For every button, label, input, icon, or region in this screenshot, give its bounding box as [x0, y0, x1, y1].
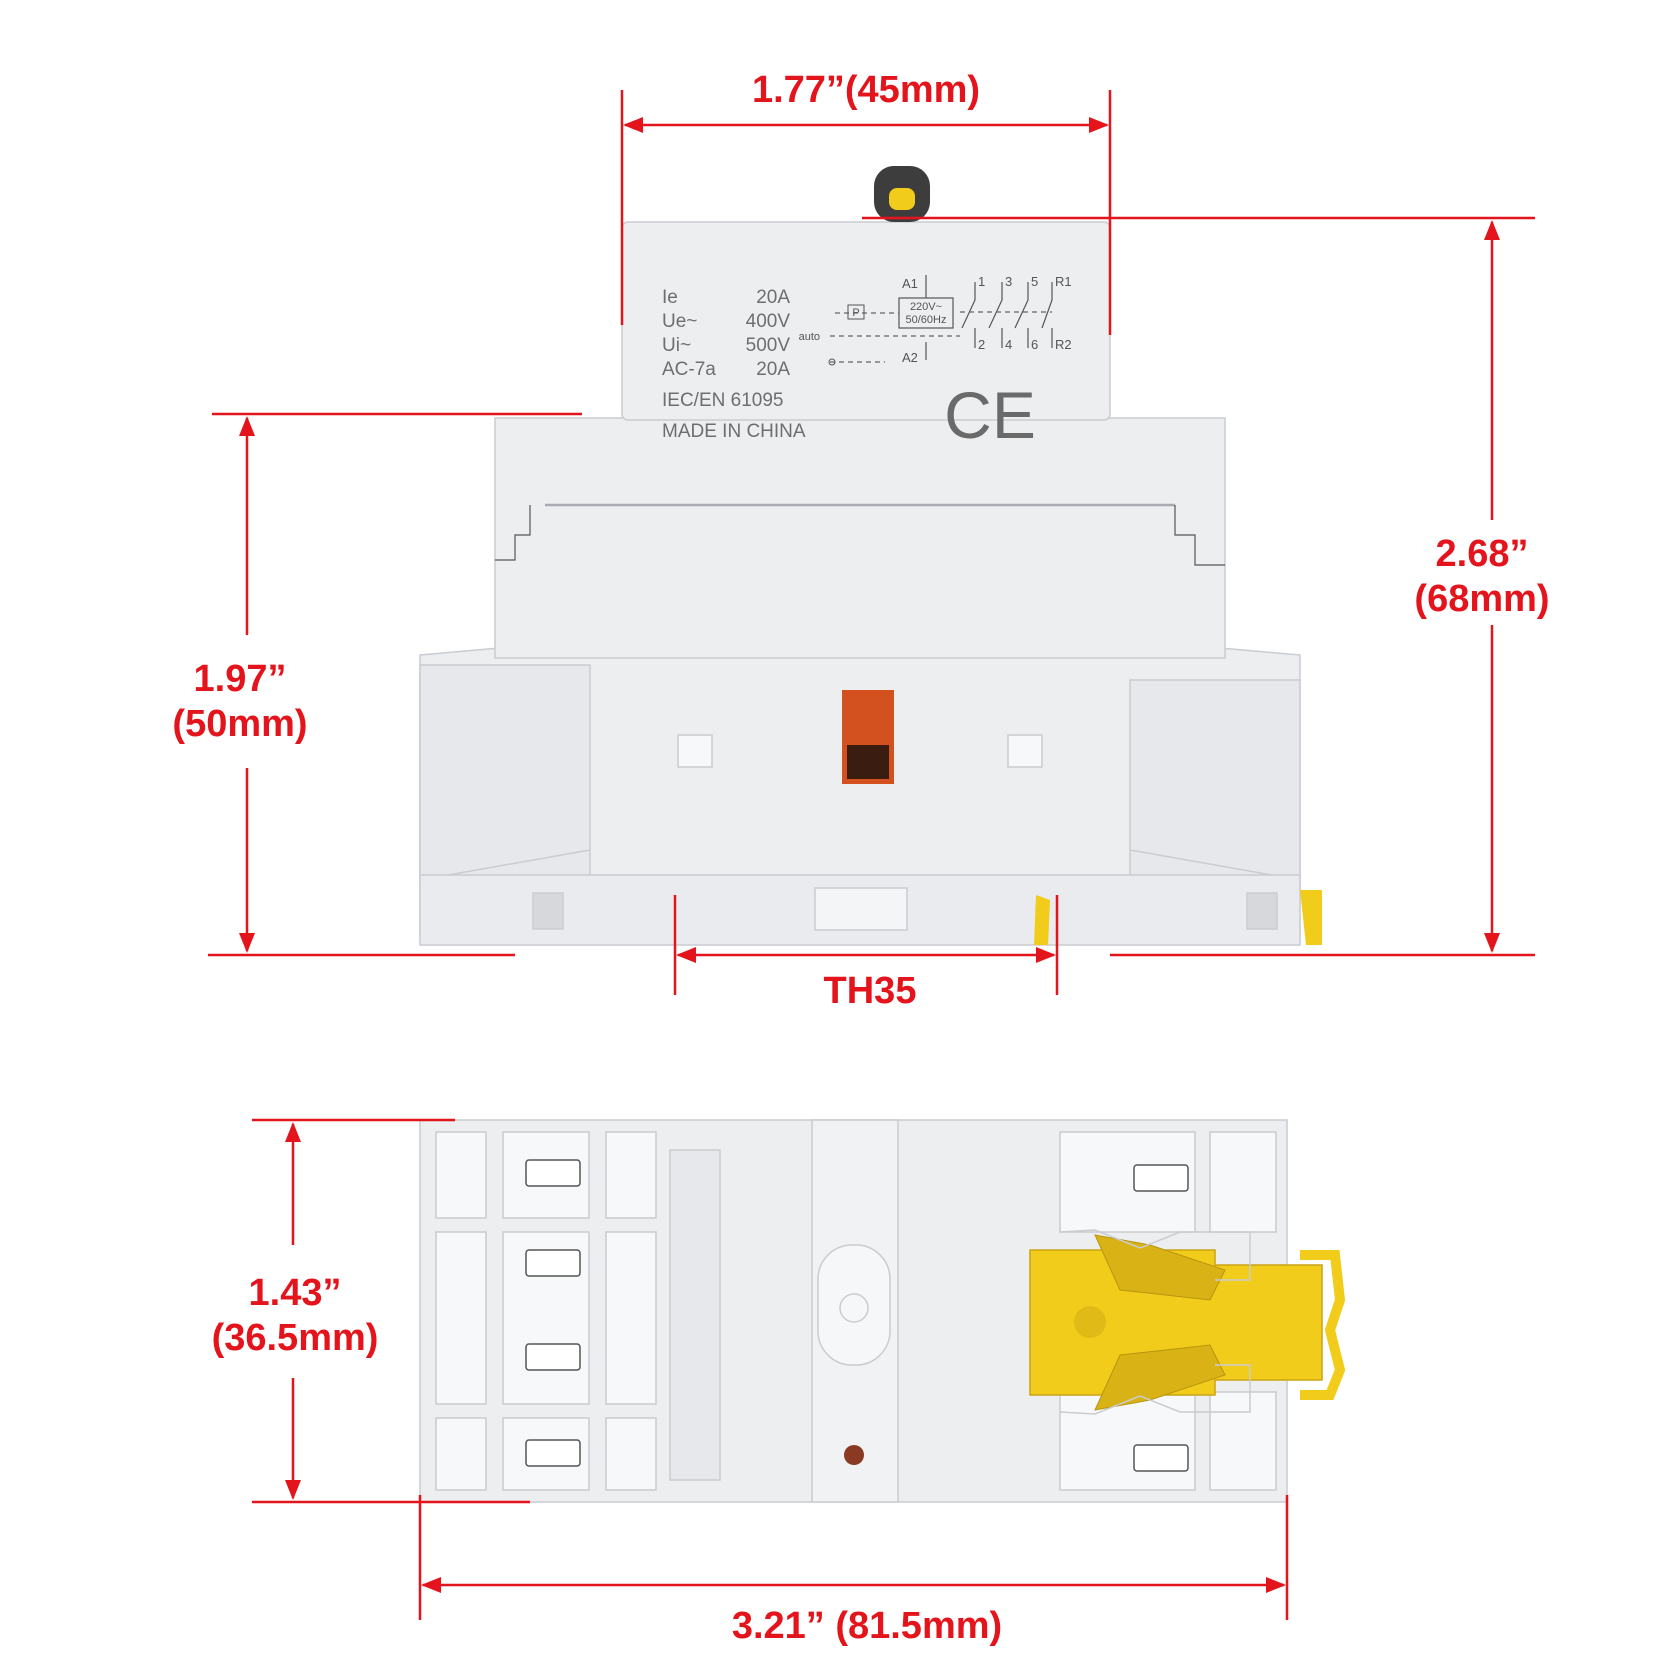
- dim-height-body-mm: (50mm): [172, 703, 307, 745]
- standard-text: IEC/EN 61095: [662, 390, 783, 411]
- terminal-top-1: 1: [978, 274, 985, 289]
- terminal-top-3: 3: [1005, 274, 1012, 289]
- front-dimensions: 1.77”(45mm) 2.68” (68mm) 1.97” (50mm) TH…: [172, 69, 1549, 1012]
- origin-text: MADE IN CHINA: [662, 421, 806, 442]
- spec-label-0: Ie: [662, 287, 678, 308]
- terminal-bottom-6: 6: [1031, 337, 1038, 352]
- dim-length: 3.21” (81.5mm): [732, 1605, 1002, 1647]
- front-middle-body: [494, 417, 1226, 659]
- front-view: Ie 20A Ue~ 400V Ui~ 500V AC-7a 20A IEC/E…: [419, 166, 1322, 946]
- terminal-top-r1: R1: [1055, 274, 1072, 289]
- dim-height-total-in: 2.68”: [1436, 533, 1529, 575]
- rating-labels: Ie 20A Ue~ 400V Ui~ 500V AC-7a 20A IEC/E…: [662, 287, 806, 442]
- terminal-bottom-r2: R2: [1055, 337, 1072, 352]
- spec-value-0: 20A: [756, 287, 790, 308]
- dim-height-body-in: 1.97”: [194, 658, 287, 700]
- front-right-side-panel: [1129, 679, 1301, 881]
- din-latch: [1029, 1229, 1346, 1415]
- dim-depth-mm: (36.5mm): [212, 1317, 379, 1359]
- coil-frequency: 50/60Hz: [906, 314, 947, 326]
- bottom-view: [419, 1119, 1346, 1503]
- bottom-left-grid: [435, 1131, 657, 1491]
- spec-value-1: 400V: [746, 311, 791, 332]
- front-left-side-panel: [419, 664, 591, 881]
- dim-height-total-mm: (68mm): [1414, 578, 1549, 620]
- coil-voltage: 220V~: [910, 301, 942, 313]
- terminal-a2: A2: [902, 350, 918, 365]
- spec-label-2: Ui~: [662, 335, 691, 356]
- terminal-top-5: 5: [1031, 274, 1038, 289]
- ce-mark: CE: [944, 378, 1036, 452]
- spec-label-3: AC-7a: [662, 359, 716, 380]
- terminal-a1: A1: [902, 276, 918, 291]
- spec-value-3: 20A: [756, 359, 790, 380]
- dim-width-top: 1.77”(45mm): [752, 69, 980, 111]
- spec-value-2: 500V: [746, 335, 791, 356]
- bottom-dimensions: 1.43” (36.5mm) 3.21” (81.5mm): [212, 1118, 1289, 1647]
- spec-label-1: Ue~: [662, 311, 697, 332]
- wiring-schematic: A1 A2 220V~ 50/60Hz P auto 1 3 5 R1 2 4: [799, 274, 1072, 366]
- terminal-bottom-4: 4: [1005, 337, 1012, 352]
- terminal-bottom-2: 2: [978, 337, 985, 352]
- auto-label: auto: [799, 331, 820, 343]
- dim-depth-in: 1.43”: [249, 1272, 342, 1314]
- p-symbol: P: [852, 307, 859, 319]
- dim-rail: TH35: [824, 970, 917, 1012]
